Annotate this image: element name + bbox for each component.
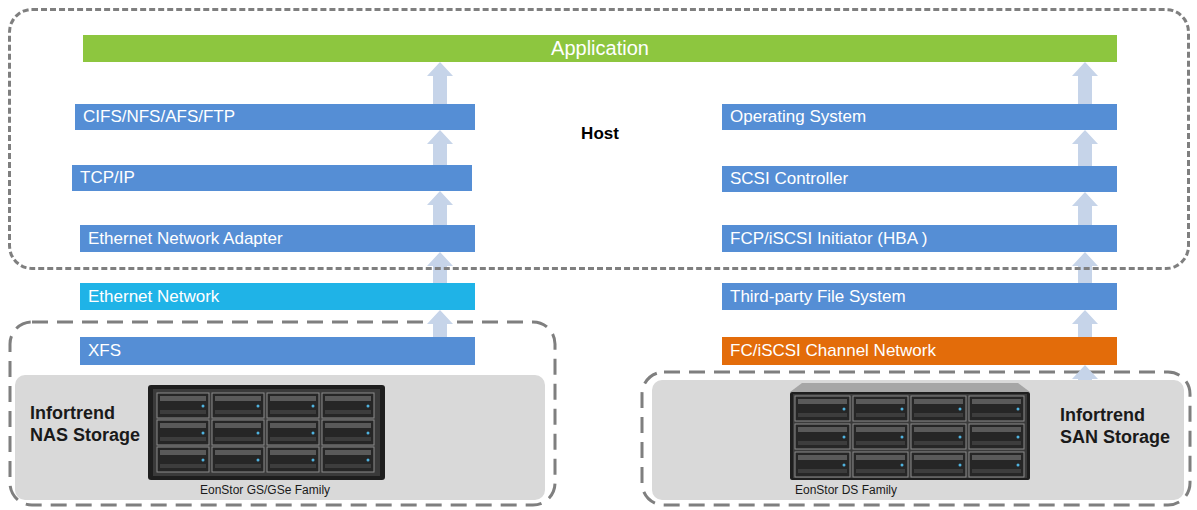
network-box: Ethernet Network	[80, 283, 475, 310]
layer-box: FCP/iSCSI Initiator (HBA )	[722, 225, 1117, 252]
layer-label: TCP/IP	[80, 168, 135, 188]
layer-label: Third-party File System	[730, 287, 906, 307]
application-bar: Application	[83, 35, 1117, 62]
layer-label: Ethernet Network Adapter	[88, 229, 283, 249]
flow-arrow	[1072, 365, 1098, 380]
layer-label: FC/iSCSI Channel Network	[730, 341, 936, 361]
flow-arrow	[427, 191, 453, 225]
layer-label: SCSI Controller	[730, 169, 848, 189]
storage-panel: Infortrend SAN StorageEonStor DS Family	[652, 380, 1184, 500]
san-group-outline	[642, 372, 1190, 505]
flow-arrow	[427, 130, 453, 165]
layer-label: XFS	[88, 341, 121, 361]
channel-box: FC/iSCSI Channel Network	[722, 337, 1117, 365]
flow-arrow	[1072, 62, 1098, 104]
flow-arrow	[427, 310, 453, 337]
layer-box: TCP/IP	[72, 165, 472, 191]
flow-arrow	[1072, 310, 1098, 337]
flow-arrow	[1072, 192, 1098, 225]
storage-panel: Infortrend NAS StorageEonStor GS/GSe Fam…	[15, 375, 545, 500]
host-region: Host ApplicationCIFS/NFS/AFS/FTP Operating…	[8, 8, 1190, 270]
flow-arrow	[1072, 130, 1098, 166]
layer-box: Third-party File System	[722, 283, 1117, 310]
application-label: Application	[551, 37, 649, 60]
layer-box: SCSI Controller	[722, 166, 1117, 192]
device-caption: EonStor DS Family	[795, 483, 897, 497]
san-device	[790, 383, 1030, 480]
layer-box: Operating System	[722, 104, 1117, 130]
device-caption: EonStor GS/GSe Family	[200, 483, 330, 497]
storage-name: Infortrend SAN Storage	[1060, 404, 1178, 448]
layer-box: CIFS/NFS/AFS/FTP	[75, 104, 475, 130]
layer-label: Ethernet Network	[88, 287, 219, 307]
nas-group-outline	[10, 322, 555, 505]
layer-box: Ethernet Network Adapter	[80, 225, 475, 252]
nas-panel	[15, 375, 545, 500]
region-label: Host	[581, 124, 619, 144]
storage-name: Infortrend NAS Storage	[30, 402, 148, 446]
san-panel	[652, 380, 1184, 500]
layer-label: CIFS/NFS/AFS/FTP	[83, 107, 235, 127]
layer-label: Operating System	[730, 107, 866, 127]
layer-box: XFS	[80, 337, 475, 365]
layer-label: FCP/iSCSI Initiator (HBA )	[730, 229, 927, 249]
flow-arrow	[427, 62, 453, 104]
nas-device	[148, 385, 385, 480]
